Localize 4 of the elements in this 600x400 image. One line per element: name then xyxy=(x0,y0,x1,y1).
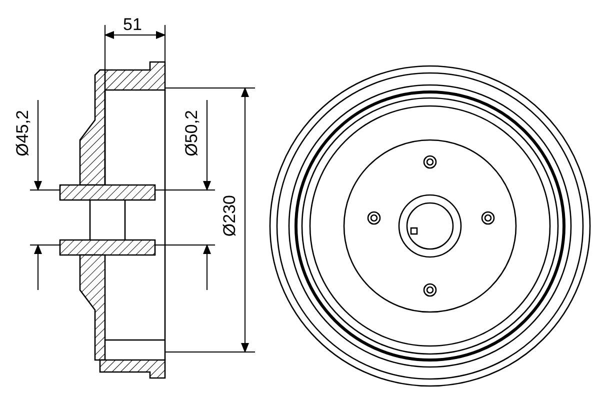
dimension-label: 51 xyxy=(123,16,142,33)
dimension-label: Ø50,2 xyxy=(183,110,200,156)
dimension-label: Ø45,2 xyxy=(14,110,31,156)
dimension-label: Ø230 xyxy=(221,195,238,237)
